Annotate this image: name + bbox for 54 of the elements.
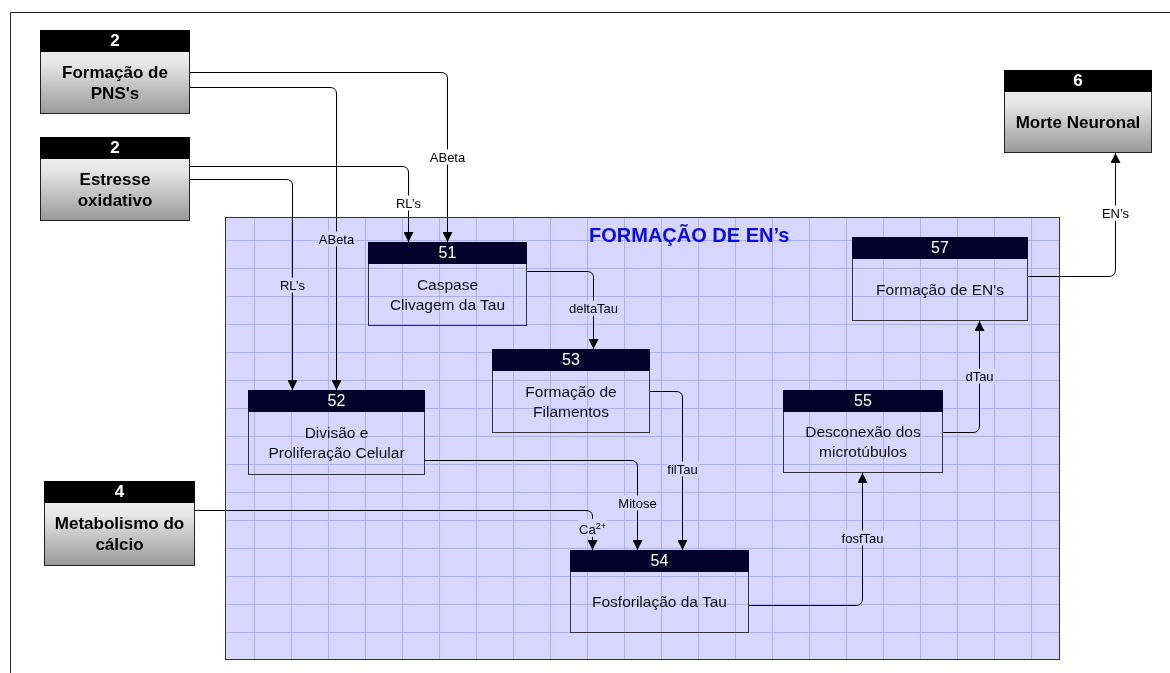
process-box xyxy=(40,30,190,114)
edge-label: fosfTau xyxy=(840,530,885,546)
box-label: Fosforilação da Tau xyxy=(591,592,728,612)
connector-arrow xyxy=(189,87,342,391)
process-box xyxy=(570,550,749,633)
box-number: 4 xyxy=(44,481,195,503)
process-box xyxy=(40,137,190,221)
box-number: 55 xyxy=(783,390,943,412)
connector-arrow xyxy=(526,271,599,350)
box-label: Caspase Clivagem da Tau xyxy=(388,274,507,315)
edge-label: RL’s xyxy=(278,277,307,293)
box-label: Formação de PNS's xyxy=(61,61,169,104)
edge-label: filTau xyxy=(666,461,699,477)
edge-label: ABeta xyxy=(317,231,356,247)
connector-arrow xyxy=(1027,152,1121,277)
connector-arrow xyxy=(189,166,414,243)
box-label: Formação de Filamentos xyxy=(524,381,618,422)
process-box xyxy=(1004,70,1152,153)
box-label: Formação de EN's xyxy=(875,279,1005,300)
box-number: 52 xyxy=(248,390,425,412)
box-number: 2 xyxy=(40,137,190,159)
connector-arrow xyxy=(649,391,688,551)
edge-label: Ca$^{2+}$ xyxy=(578,518,607,538)
process-box xyxy=(783,390,943,473)
edge-label: deltaTau xyxy=(567,300,620,316)
process-box xyxy=(248,390,425,475)
process-box xyxy=(368,242,527,326)
process-box xyxy=(492,349,650,433)
box-number: 57 xyxy=(852,237,1028,259)
connector-arrow xyxy=(189,179,298,391)
group-panel xyxy=(225,217,1060,660)
box-number: 51 xyxy=(368,242,527,264)
box-number: 2 xyxy=(40,30,190,52)
box-label: Estresse oxidativo xyxy=(76,168,154,211)
process-box xyxy=(44,481,195,566)
process-box xyxy=(852,237,1028,321)
edge-label: Mitose xyxy=(617,495,658,511)
box-label: Divisão e Proliferação Celular xyxy=(267,423,406,463)
connector-arrow xyxy=(194,510,598,551)
connector-arrow xyxy=(748,472,868,606)
edge-label: EN’s xyxy=(1100,205,1131,221)
box-label: Metabolismo do cálcio xyxy=(53,513,186,555)
connector-arrow xyxy=(424,460,643,551)
box-number: 6 xyxy=(1004,70,1152,92)
edge-label: RL’s xyxy=(394,195,423,211)
connector-arrow xyxy=(189,72,453,243)
box-number: 54 xyxy=(570,550,749,572)
box-label: Morte Neuronal xyxy=(1014,111,1142,133)
edge-label: ABeta xyxy=(428,149,467,165)
group-title: FORMAÇÃO DE EN’s xyxy=(589,224,790,247)
box-number: 53 xyxy=(492,349,650,371)
box-label: Desconexão dos microtúbulos xyxy=(804,422,922,462)
connector-arrow xyxy=(942,320,985,433)
edge-label: dTau xyxy=(964,368,995,384)
